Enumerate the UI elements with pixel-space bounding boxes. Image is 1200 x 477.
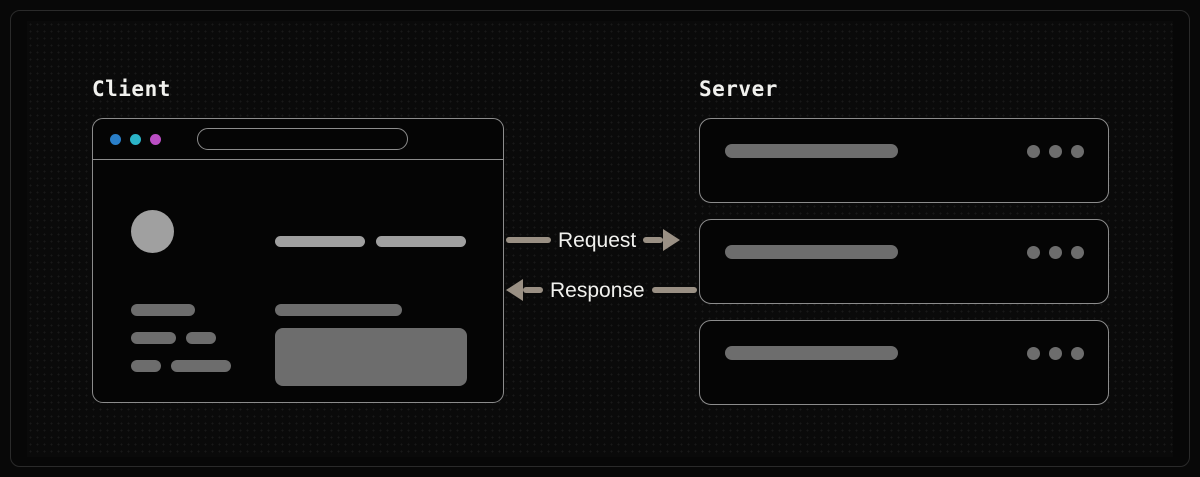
dot-magenta-icon	[150, 134, 161, 145]
server-node-3	[699, 320, 1109, 405]
server-label-bar	[725, 245, 898, 259]
placeholder-bar-sidebar-3	[186, 332, 216, 344]
server-dot-icon	[1027, 246, 1040, 259]
server-dot-icon	[1049, 145, 1062, 158]
browser-chrome	[93, 119, 503, 160]
dot-blue-icon	[110, 134, 121, 145]
placeholder-bar-top-2	[376, 236, 466, 247]
arrow-left-icon	[506, 279, 523, 301]
response-label: Response	[550, 278, 645, 302]
client-browser-window	[92, 118, 504, 403]
server-dot-icon	[1071, 347, 1084, 360]
placeholder-bar-sidebar-2	[131, 332, 176, 344]
response-arrow-line-right	[651, 287, 697, 293]
request-label: Request	[558, 228, 637, 252]
placeholder-bar-sidebar-4	[131, 360, 161, 372]
placeholder-bar-sidebar-5	[171, 360, 231, 372]
url-input[interactable]	[197, 128, 408, 150]
server-dot-icon	[1071, 145, 1084, 158]
server-node-2	[699, 219, 1109, 304]
request-arrow-line-left	[506, 237, 551, 243]
placeholder-bar-sidebar-1	[131, 304, 195, 316]
dot-cyan-icon	[130, 134, 141, 145]
server-label-bar	[725, 144, 898, 158]
window-control-dots	[110, 134, 161, 145]
server-dot-icon	[1027, 145, 1040, 158]
server-dot-icon	[1071, 246, 1084, 259]
server-dot-icon	[1027, 347, 1040, 360]
browser-viewport	[93, 160, 503, 402]
server-label-bar	[725, 346, 898, 360]
server-status-dots	[1027, 145, 1084, 158]
response-arrow-line-left	[523, 287, 543, 293]
server-node-1	[699, 118, 1109, 203]
page-title-client: Client	[92, 77, 171, 101]
arrow-right-icon	[663, 229, 681, 251]
request-arrow-line-right	[643, 237, 664, 243]
page-title-server: Server	[699, 77, 778, 101]
placeholder-bar-top-1	[275, 236, 365, 247]
flow-response: Response	[506, 278, 697, 302]
placeholder-bar-content-1	[275, 304, 402, 316]
server-status-dots	[1027, 347, 1084, 360]
server-dot-icon	[1049, 347, 1062, 360]
avatar	[131, 210, 174, 253]
server-status-dots	[1027, 246, 1084, 259]
placeholder-block-content	[275, 328, 467, 386]
server-dot-icon	[1049, 246, 1062, 259]
flow-request: Request	[506, 228, 681, 252]
